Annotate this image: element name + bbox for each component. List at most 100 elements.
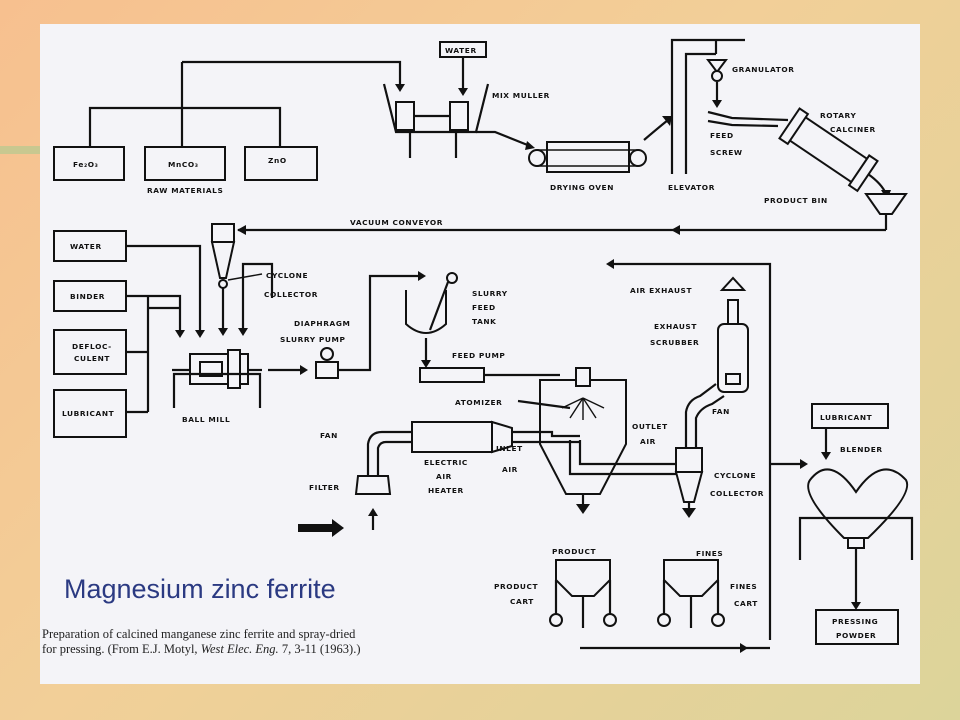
process-flow-diagram: Fe₂O₃ MnCO₃ ZnO RAW MATERIALS WATER MIX … bbox=[53, 38, 914, 653]
arrowhead bbox=[368, 508, 378, 516]
pressing-powder-box bbox=[815, 609, 899, 645]
pump-head bbox=[320, 347, 334, 361]
water-left-box bbox=[53, 230, 127, 262]
cyclone-return-line bbox=[241, 262, 274, 330]
blender-frame bbox=[798, 516, 914, 560]
fines-cart-label2: CART bbox=[734, 599, 758, 608]
caption-line-1: Preparation of calcined manganese zinc f… bbox=[42, 627, 356, 641]
air-in-label: AIR bbox=[502, 465, 518, 474]
fan-duct-inner bbox=[376, 440, 412, 476]
product-bin-label: PRODUCT BIN bbox=[764, 196, 828, 205]
ball-mill-stand bbox=[172, 372, 262, 408]
arrowhead bbox=[218, 328, 228, 336]
inlet-air-train: FAN FILTER ELECTRIC AIR HEATER INLET AIR bbox=[298, 420, 580, 537]
product-cart-label2: CART bbox=[510, 597, 534, 606]
zno-box bbox=[244, 146, 318, 181]
caption-source: West Elec. Eng. bbox=[200, 642, 279, 656]
fe2o3-label: Fe₂O₃ bbox=[73, 160, 99, 169]
scrubber-window bbox=[725, 373, 741, 385]
arrowhead bbox=[395, 84, 405, 92]
feed-label: FEED bbox=[710, 131, 734, 140]
elevator: ELEVATOR bbox=[668, 38, 745, 192]
drying-oven-label: DRYING OVEN bbox=[550, 183, 614, 192]
feed2-label: FEED bbox=[472, 303, 496, 312]
fan-duct-outer bbox=[366, 430, 412, 476]
vacuum-conveyor-label: VACUUM CONVEYOR bbox=[350, 218, 443, 227]
arrowhead bbox=[525, 141, 535, 150]
granulator-label: GRANULATOR bbox=[732, 65, 795, 74]
exhaust-stack bbox=[727, 299, 739, 325]
additives-group: WATER BINDER DEFLOC- CULENT LUBRICANT bbox=[53, 230, 205, 438]
feed-pump-label: FEED PUMP bbox=[452, 351, 505, 360]
arrowhead bbox=[606, 259, 614, 269]
arrowhead bbox=[662, 116, 672, 126]
arrowhead bbox=[238, 328, 248, 336]
inlet-label: INLET bbox=[496, 444, 523, 453]
agitator-motor bbox=[446, 272, 458, 284]
ball-mill-label: BALL MILL bbox=[182, 415, 230, 424]
atomizer-head bbox=[575, 367, 591, 387]
filter-label: FILTER bbox=[309, 483, 340, 492]
product-cart-hopper bbox=[555, 559, 611, 597]
outlet-duct-top bbox=[578, 440, 680, 466]
arrowhead bbox=[712, 100, 722, 108]
ball-mill: BALL MILL bbox=[172, 349, 308, 424]
figure-caption: Preparation of calcined manganese zinc f… bbox=[42, 627, 522, 657]
elevator-label: ELEVATOR bbox=[668, 183, 715, 192]
air-out-label: AIR bbox=[640, 437, 656, 446]
slurry-label: SLURRY bbox=[472, 289, 508, 298]
granulator-hopper bbox=[706, 59, 728, 74]
defloc-label: DEFLOC- bbox=[72, 342, 112, 351]
electric-air-heater bbox=[411, 421, 493, 453]
ball-mill-end bbox=[227, 349, 241, 389]
calciner-group: GRANULATOR FEED SCREW ROTARY CALCINER PR… bbox=[706, 59, 908, 230]
raw-materials-label: RAW MATERIALS bbox=[147, 186, 223, 195]
arrowhead bbox=[851, 602, 861, 610]
atomizer-leader bbox=[517, 399, 571, 410]
arrowhead bbox=[682, 508, 696, 518]
lubricant-left-box bbox=[53, 389, 127, 438]
fan-right-duct-inner bbox=[694, 395, 725, 448]
elevator-outer bbox=[670, 38, 745, 174]
cyclone2-cone bbox=[674, 471, 704, 503]
scrubber-label: SCRUBBER bbox=[650, 338, 699, 347]
slide-title: Magnesium zinc ferrite bbox=[64, 574, 336, 604]
drying-oven-body bbox=[546, 141, 630, 173]
feed-screw bbox=[707, 110, 789, 122]
tank-label: TANK bbox=[472, 317, 497, 326]
caption-line-2: for pressing. (From E.J. Motyl, West Ele… bbox=[42, 642, 522, 657]
powder-return-line bbox=[612, 262, 772, 640]
arrowhead bbox=[195, 330, 205, 338]
arrowhead bbox=[821, 452, 831, 460]
lubricant-left-label: LUBRICANT bbox=[62, 409, 114, 418]
diaphragm-pump: DIAPHRAGM SLURRY PUMP bbox=[280, 271, 426, 379]
mnco3-label: MnCO₃ bbox=[168, 160, 199, 169]
return-lines bbox=[580, 259, 808, 653]
oven-roller-left bbox=[528, 149, 546, 167]
air-h-label: AIR bbox=[436, 472, 452, 481]
arrowhead bbox=[458, 88, 468, 96]
blender-label: BLENDER bbox=[840, 445, 883, 454]
powder-label: POWDER bbox=[836, 631, 876, 640]
water-left-label: WATER bbox=[70, 242, 102, 251]
spray-ray bbox=[582, 397, 597, 419]
drying-oven: DRYING OVEN bbox=[528, 116, 672, 192]
fe2o3-box bbox=[53, 146, 125, 181]
muller-wheel-left bbox=[395, 101, 415, 131]
muller-to-oven-line bbox=[476, 130, 531, 148]
arrowhead bbox=[671, 225, 680, 235]
binder-to-mill-line bbox=[126, 294, 182, 334]
mnco3-box bbox=[144, 146, 226, 181]
culent-label: CULENT bbox=[74, 354, 110, 363]
water-top-label: WATER bbox=[445, 46, 477, 55]
vacuum-conveyor: VACUUM CONVEYOR bbox=[237, 218, 886, 235]
fines-cart-hopper bbox=[663, 559, 719, 597]
calciner-label: CALCINER bbox=[830, 125, 876, 134]
spray-chamber bbox=[539, 379, 627, 495]
binder-label: BINDER bbox=[70, 292, 105, 301]
slurry-feed-tank: SLURRY FEED TANK FEED PUMP bbox=[405, 272, 560, 383]
exhaust-label: EXHAUST bbox=[654, 322, 697, 331]
zno-feed-line bbox=[182, 106, 282, 147]
cyclone2-head bbox=[675, 447, 703, 473]
water-to-mill-line bbox=[126, 244, 202, 334]
